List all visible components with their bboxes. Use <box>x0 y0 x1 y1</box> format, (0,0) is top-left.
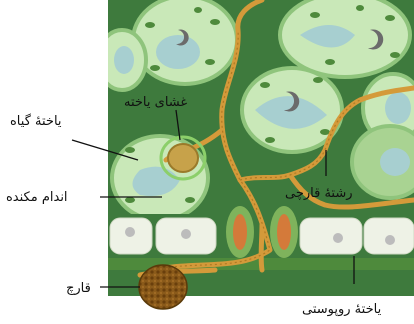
leaf-tissue <box>98 0 414 296</box>
label-plant-cell: یاختهٔ گیاه <box>10 113 62 129</box>
plant-cell <box>133 0 237 84</box>
label-fungus: قارچ <box>66 281 91 296</box>
plant-cell <box>98 30 146 90</box>
fungus-body <box>139 265 187 309</box>
label-hypha: رشتهٔ قارچی <box>285 186 353 201</box>
plant-cell <box>280 0 410 77</box>
label-cell-membrane: غشای یاخته <box>124 95 187 110</box>
plant-cell <box>352 126 414 198</box>
haustorium <box>161 137 205 179</box>
label-epidermal-cell: یاختهٔ روپوستی <box>302 302 382 317</box>
label-haustorium: اندام مکنده <box>6 190 68 205</box>
